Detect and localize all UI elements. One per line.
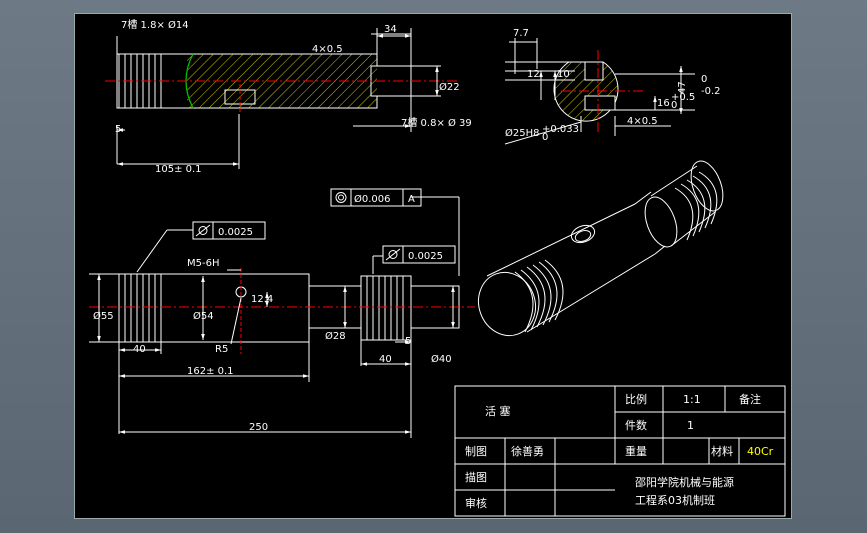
dim-7cao-top: 7槽 1.8× Ø14 [121, 18, 189, 31]
dim-25h8-tol2: 0 [542, 132, 548, 143]
dim-7cao-bottom: 7槽 0.8× Ø 39 [401, 116, 472, 129]
dim-5-top: 5 [115, 124, 121, 135]
dim-16-tol: +0.5 [671, 92, 695, 103]
dim-40-right: 40 [379, 354, 392, 365]
dim-m56h: M5-6H [187, 258, 219, 269]
dim-25h8: Ø25H8 [505, 127, 539, 139]
dim-47-tol: 0 [701, 74, 707, 85]
traced-label: 描图 [465, 470, 487, 484]
school-line1: 邵阳学院机械与能源 [635, 475, 734, 489]
dim-47: 47 [677, 81, 688, 94]
dim-250: 250 [249, 422, 268, 433]
dim-4x05-top: 4×0.5 [312, 44, 343, 55]
review-label: 审核 [465, 496, 487, 510]
fcf-top-value: Ø0.006 [354, 193, 391, 205]
dim-4x05-right: 4×0.5 [627, 116, 658, 127]
dim-28: Ø28 [325, 330, 346, 342]
drawn-by: 徐善勇 [511, 444, 544, 458]
school-line2: 工程系03机制班 [635, 493, 715, 507]
dim-7-7: 7.7 [513, 28, 529, 39]
dim-55: Ø55 [93, 310, 114, 322]
qty-value: 1 [687, 419, 694, 432]
fcf-left [192, 221, 266, 240]
material-value: 40Cr [747, 445, 774, 458]
scale-label: 比例 [625, 392, 647, 406]
top-right-cross-section [504, 38, 695, 145]
dim-54: Ø54 [193, 310, 214, 322]
dim-40-dia: Ø40 [431, 353, 452, 365]
dim-10: 10 [557, 69, 570, 80]
drawing-frame: 7槽 1.8× Ø14 34 4×0.5 Ø22 5 7槽 0.8× Ø 39 … [74, 13, 792, 519]
thread-grooves-right [366, 276, 404, 340]
title-block [454, 385, 786, 517]
iso-thread-right [674, 171, 718, 241]
dim-5-right: 5 [405, 336, 411, 347]
dim-162: 162± 0.1 [187, 366, 234, 377]
dim-12: 12 [527, 69, 540, 80]
fcf-top [330, 188, 422, 207]
dim-105: 105± 0.1 [155, 164, 202, 175]
iso-thread-left [514, 259, 564, 333]
material-label: 材料 [711, 444, 733, 458]
dim-r5: R5 [215, 344, 228, 355]
drawn-label: 制图 [465, 445, 487, 458]
dim-47-tol2: -0.2 [701, 86, 721, 97]
qty-label: 件数 [625, 419, 647, 432]
scale-value: 1:1 [683, 393, 701, 406]
dim-25h8-tol: +0.033 [542, 124, 579, 135]
dim-40-left: 40 [133, 344, 146, 355]
remark-label: 备注 [739, 392, 761, 406]
dim-16-tol2: 0 [671, 100, 677, 111]
top-left-section-view [105, 28, 460, 169]
dim-16: 16 [657, 98, 670, 109]
part-name: 活 塞 [485, 404, 511, 418]
dim-34: 34 [384, 24, 397, 35]
fcf-top-datum: A [408, 194, 415, 205]
isometric-view [478, 160, 724, 337]
fcf-left-value: 0.0025 [218, 227, 253, 238]
drawing-canvas: 7槽 1.8× Ø14 34 4×0.5 Ø22 5 7槽 0.8× Ø 39 … [89, 18, 786, 517]
weight-label: 重量 [625, 444, 647, 458]
thread-grooves-front [124, 274, 162, 342]
fcf-right-value: 0.0025 [408, 251, 443, 262]
dim-22: Ø22 [439, 81, 460, 93]
dim-12-4: 12.4 [251, 294, 273, 305]
fcf-right [382, 245, 456, 264]
front-view [89, 196, 475, 438]
